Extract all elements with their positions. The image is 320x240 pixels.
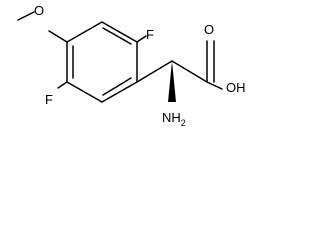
carbonyl-o-label: O [204,22,214,37]
ring-double-bond [102,77,132,96]
ring-bond [101,81,138,103]
amine-label: NH2 [162,110,186,128]
hydroxyl-label: OH [226,80,246,95]
hydroxyl-bond [206,81,223,90]
fluorine-bottom-label: F [45,92,53,107]
amine-nh: NH [162,110,181,125]
carboxyl-carbon-bond [171,60,208,83]
fluorine-bottom-bond [57,81,68,89]
fluorine-top-bond [136,35,147,43]
structure-diagram: O F F O OH NH2 [17,3,246,128]
ring-double-bond [102,27,132,45]
methoxy-o-label: O [34,3,44,18]
methoxy-o-ring-bond [48,30,68,43]
ring-alpha-carbon-bond [136,60,173,83]
structure-canvas: O F F O OH NH2 [0,0,264,140]
methoxy-methyl-bond [17,11,35,21]
ring-bond [66,81,103,103]
benzene-ring [66,21,138,103]
stereo-wedge-bond [168,61,176,102]
amine-subscript: 2 [181,118,186,128]
ring-bond [66,21,103,43]
ring-bond [101,21,138,43]
fluorine-top-label: F [146,27,154,42]
